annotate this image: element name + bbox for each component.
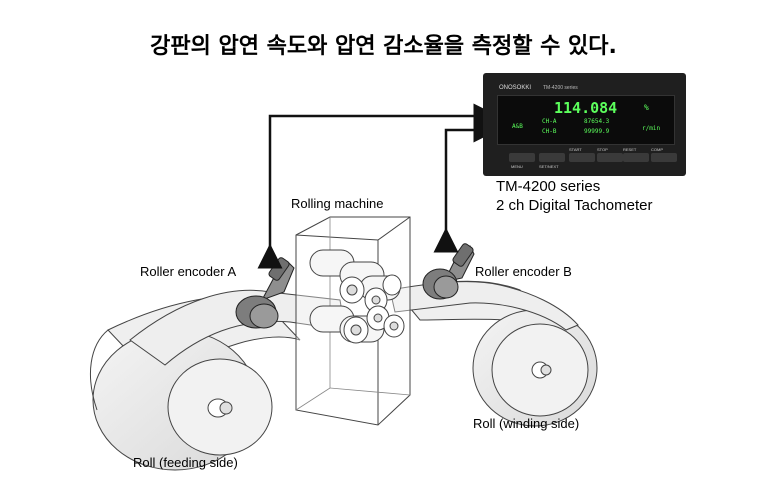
device-button-up <box>569 153 595 162</box>
label-device-series: TM-4200 series <box>496 178 601 195</box>
label-rolling-machine: Rolling machine <box>291 196 384 211</box>
device-button-left <box>623 153 649 162</box>
winding-roll <box>394 280 598 427</box>
comp-label: COMP <box>651 147 663 152</box>
stop-label: STOP <box>597 147 608 152</box>
display-main-value: 114.084 <box>554 99 618 117</box>
device-button-menu <box>509 153 535 162</box>
label-encoder-a: Roller encoder A <box>140 264 237 279</box>
display-cha-label: CH-A <box>542 118 557 125</box>
setnext-label: SET/NEXT <box>539 164 559 169</box>
lower-work-rolls <box>309 305 405 344</box>
start-label: START <box>569 147 582 152</box>
label-roll-winding: Roll (winding side) <box>473 416 580 431</box>
display-chb-value: 99999.9 <box>584 128 610 135</box>
device-brand: ONOSOKKI <box>499 85 532 91</box>
device-button-right <box>651 153 677 162</box>
display-chb-label: CH-B <box>542 128 557 135</box>
menu-label: MENU <box>511 164 523 169</box>
reset-label: RESET <box>623 147 637 152</box>
tachometer-device: ONOSOKKI TM-4200 series 114.084 % A&B CH… <box>483 73 686 176</box>
device-button-down <box>597 153 623 162</box>
rolling-machine <box>295 216 411 426</box>
label-device-desc: 2 ch Digital Tachometer <box>496 197 653 214</box>
label-encoder-b: Roller encoder B <box>475 264 572 279</box>
feeding-roll <box>90 295 301 471</box>
upper-work-rolls <box>309 249 402 313</box>
page-title: 강판의 압연 속도와 압연 감소율을 측정할 수 있다. <box>150 34 617 59</box>
label-roll-feeding: Roll (feeding side) <box>133 455 238 470</box>
display-mode: A&B <box>512 123 523 130</box>
device-display: 114.084 % A&B CH-A 87654.3 CH-B 99999.9 … <box>497 95 675 145</box>
device-model: TM-4200 series <box>543 85 578 91</box>
display-speed-unit: r/min <box>642 125 661 132</box>
display-main-unit: % <box>644 103 649 112</box>
display-cha-value: 87654.3 <box>584 118 610 125</box>
device-button-setnext <box>539 153 565 162</box>
signal-arrows <box>257 103 499 269</box>
